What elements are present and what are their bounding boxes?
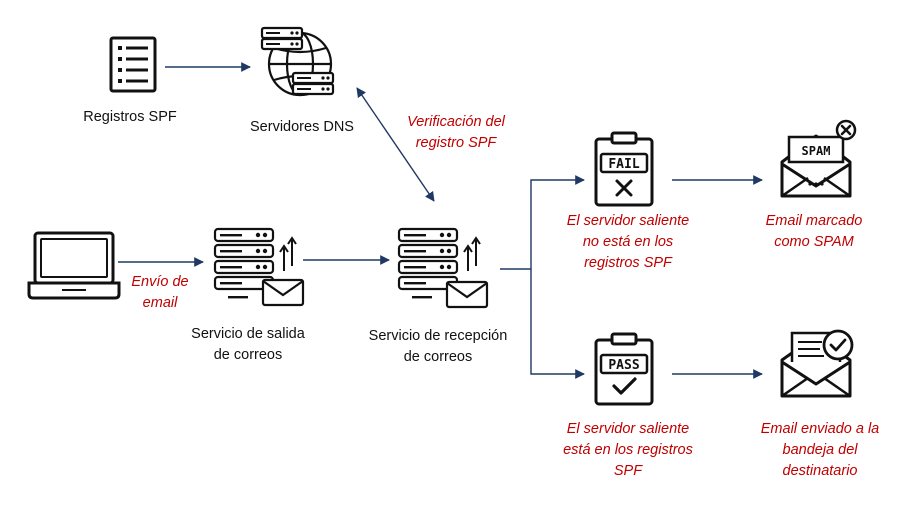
- arrow-incoming-to-pass: [530, 269, 585, 379]
- connectors: [118, 62, 763, 379]
- label-spam-mail: Email marcado como SPAM: [765, 213, 863, 250]
- server-mail-icon-outgoing: [213, 227, 305, 307]
- label-pass-check: El servidor saliente está en los registr…: [563, 421, 693, 479]
- pass-badge-text: PASS: [608, 358, 639, 373]
- laptop-icon: [27, 231, 121, 300]
- envelope-check-icon: [780, 329, 854, 398]
- label-spf-records: Registros SPF: [83, 109, 177, 125]
- label-incoming-service: Servicio de recepción de correos: [368, 328, 508, 365]
- label-send-email: Envío de email: [131, 274, 189, 311]
- server-mail-icon-incoming: [397, 227, 489, 309]
- fail-badge-text: FAIL: [608, 157, 639, 172]
- spam-badge-text: SPAM: [802, 144, 831, 158]
- label-outgoing-service: Servicio de salida de correos: [191, 326, 305, 363]
- arrow-incoming-to-fail: [500, 175, 585, 270]
- clipboard-pass-icon: PASS: [594, 332, 654, 406]
- label-dns-servers: Servidores DNS: [250, 119, 354, 135]
- check-badge-icon: [822, 329, 854, 361]
- label-fail-check: El servidor saliente no está en los regi…: [566, 213, 690, 271]
- server-globe-icon: [260, 26, 335, 97]
- label-inbox-mail: Email enviado a la bandeja del destinata…: [760, 421, 880, 479]
- clipboard-fail-icon: FAIL: [594, 131, 654, 207]
- arrow-dns-incoming-bidirectional: [356, 87, 435, 202]
- document-list-icon: [109, 36, 157, 93]
- spam-envelope-icon: SPAM: [780, 119, 857, 198]
- label-spf-verification: Verificación del registro SPF: [407, 114, 505, 151]
